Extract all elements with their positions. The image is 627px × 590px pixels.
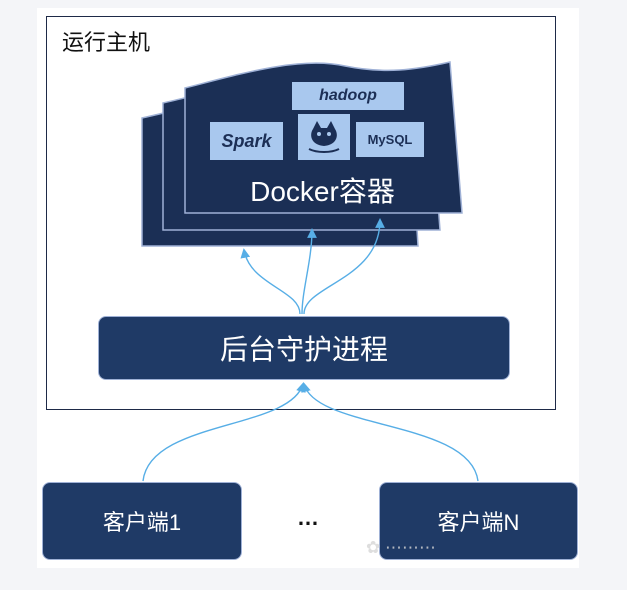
daemon-process-node: 后台守护进程 (98, 316, 510, 380)
client-n-label: 客户端N (437, 510, 520, 535)
hadoop-logo-text: hadoop (319, 87, 377, 104)
arrow-client1-daemon (142, 382, 306, 482)
spark-logo-text: Spark (221, 130, 272, 151)
client-to-daemon-arrows (142, 382, 479, 482)
spark-logo: Spark (210, 122, 283, 160)
client-n-node: 客户端N (379, 482, 578, 560)
clients-ellipsis: … (297, 505, 320, 530)
hadoop-logo: hadoop (292, 82, 404, 110)
host-label: 运行主机 (62, 30, 151, 55)
arrow-clientn-daemon (301, 382, 479, 482)
docker-container-label: Docker容器 (250, 176, 395, 207)
daemon-to-container-arrows (240, 218, 385, 315)
arrow-daemon-container-middle (301, 228, 317, 315)
tomcat-icon (298, 114, 350, 160)
arrow-daemon-container-right (303, 218, 385, 315)
arrow-daemon-container-left (240, 248, 301, 315)
mysql-logo: MySQL (356, 122, 424, 157)
tomcat-cat-icon (308, 121, 340, 153)
client-1-node: 客户端1 (42, 482, 242, 560)
watermark: ✿ ⋯⋯⋯ (366, 538, 436, 557)
mysql-logo-text: MySQL (367, 132, 413, 147)
client-1-label: 客户端1 (102, 510, 182, 535)
daemon-label: 后台守护进程 (219, 334, 388, 365)
